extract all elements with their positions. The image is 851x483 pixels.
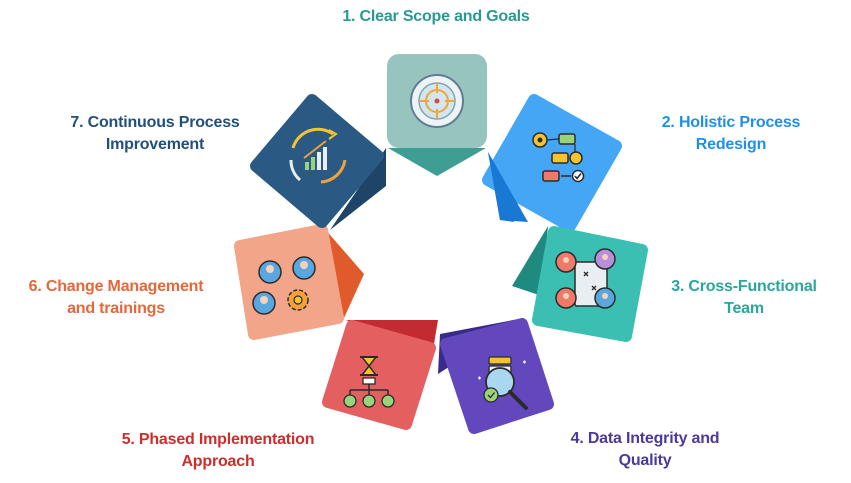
step-3-tile bbox=[512, 226, 648, 342]
step-6-label: 6. Change Management and trainings bbox=[2, 276, 230, 320]
step-6-label-line-1: 6. Change Management bbox=[2, 276, 230, 298]
process-flow-icon bbox=[532, 132, 585, 183]
team-board-icon bbox=[555, 248, 616, 309]
step-5-face bbox=[322, 320, 436, 430]
step-6-face bbox=[234, 224, 344, 340]
step-4-text-1: Data Integrity and bbox=[587, 430, 720, 447]
data-quality-icon bbox=[478, 356, 528, 410]
step-7-label-line-1: 7. Continuous Process bbox=[48, 112, 262, 134]
step-1-label-line: 1. Clear Scope and Goals bbox=[318, 6, 554, 28]
step-2-text-1: Holistic Process bbox=[678, 114, 801, 131]
step-4-label-line-1: 4. Data Integrity and bbox=[548, 428, 742, 450]
step-4-number: 4. bbox=[570, 430, 584, 447]
people-gear-icon bbox=[252, 256, 316, 315]
step-3-label: 3. Cross-Functional Team bbox=[652, 276, 836, 320]
step-5-label-line-1: 5. Phased Implementation bbox=[96, 429, 340, 451]
step-6-number: 6. bbox=[28, 278, 42, 295]
target-icon bbox=[410, 74, 464, 128]
step-3-fold bbox=[512, 226, 548, 296]
step-7-label: 7. Continuous Process Improvement bbox=[48, 112, 262, 156]
step-6-tile bbox=[234, 224, 364, 340]
step-1-tile bbox=[387, 54, 487, 176]
step-1-label: 1. Clear Scope and Goals bbox=[318, 6, 554, 28]
step-6-label-line-2: and trainings bbox=[67, 300, 165, 317]
step-2-label-line-1: 2. Holistic Process bbox=[638, 112, 824, 134]
improvement-cycle-icon bbox=[289, 127, 347, 184]
step-7-label-line-2: Improvement bbox=[105, 136, 205, 153]
step-6-text-1: Change Management bbox=[45, 278, 204, 295]
step-7-number: 7. bbox=[70, 114, 84, 131]
step-4-label-line-2: Quality bbox=[618, 452, 672, 469]
step-2-number: 2. bbox=[661, 114, 675, 131]
step-1-fold bbox=[388, 148, 486, 176]
step-2-label-line-2: Redesign bbox=[695, 136, 767, 153]
hourglass-hierarchy-icon bbox=[343, 356, 395, 408]
step-7-text-1: Continuous Process bbox=[87, 114, 240, 131]
step-3-label-line-1: 3. Cross-Functional bbox=[652, 276, 836, 298]
step-2-tile bbox=[482, 94, 622, 232]
step-2-fold-edge bbox=[488, 152, 528, 222]
step-7-tile bbox=[250, 94, 386, 230]
step-5-number: 5. bbox=[121, 431, 135, 448]
step-5-tile bbox=[322, 320, 438, 430]
step-4-label: 4. Data Integrity and Quality bbox=[548, 428, 742, 472]
step-3-text-1: Cross-Functional bbox=[688, 278, 817, 295]
step-5-label: 5. Phased Implementation Approach bbox=[96, 429, 340, 473]
step-5-label-line-2: Approach bbox=[181, 453, 255, 470]
step-5-text-1: Phased Implementation bbox=[138, 431, 315, 448]
step-6-fold bbox=[324, 228, 364, 318]
step-1-text: Clear Scope and Goals bbox=[359, 8, 530, 25]
step-1-number: 1. bbox=[342, 8, 356, 25]
step-2-label: 2. Holistic Process Redesign bbox=[638, 112, 824, 156]
step-4-tile bbox=[438, 318, 554, 434]
step-3-number: 3. bbox=[671, 278, 685, 295]
step-3-label-line-2: Team bbox=[724, 300, 764, 317]
